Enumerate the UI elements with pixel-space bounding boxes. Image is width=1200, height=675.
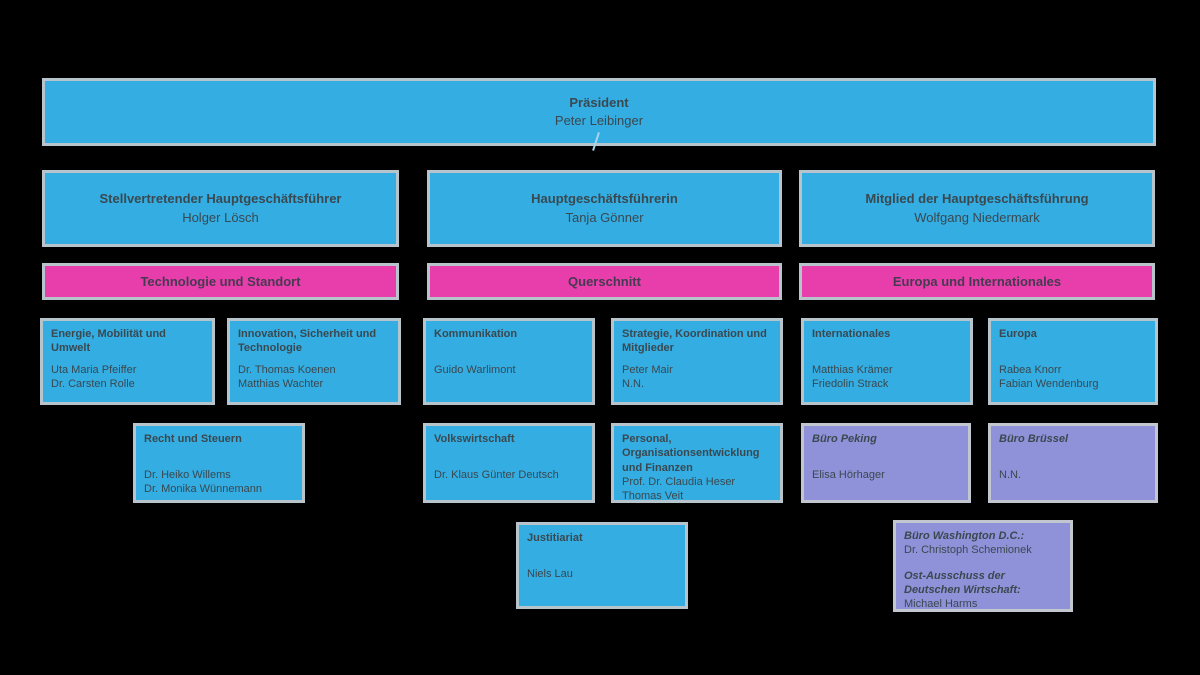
office-box-bruessel: Büro Brüssel N.N. bbox=[988, 423, 1158, 503]
person-name: Dr. Christoph Schemionek bbox=[904, 544, 1032, 557]
dept-title: Energie, Mobilität und Umwelt bbox=[51, 328, 166, 355]
person-name: Rabea Knorr bbox=[999, 364, 1062, 376]
dept-box-energie-mobilitaet-umwelt: Energie, Mobilität und Umwelt Uta Maria … bbox=[40, 318, 215, 405]
president-name: Peter Leibinger bbox=[554, 113, 644, 128]
section-bar-europa-und-internationales: Europa und Internationales bbox=[799, 263, 1155, 300]
dept-box-recht-und-steuern: Recht und Steuern Dr. Heiko Willems Dr. … bbox=[133, 423, 305, 503]
person-name: Thomas Veit bbox=[622, 490, 684, 503]
person-name: Fabian Wendenburg bbox=[999, 378, 1099, 391]
person-name: Guido Warlimont bbox=[434, 364, 516, 376]
dept-box-personal-organisationsentwicklung-finanzen: Personal, Organisationsentwicklung und F… bbox=[611, 423, 783, 503]
person-name: Elisa Hörhager bbox=[812, 469, 885, 481]
dept-title: Strategie, Koordination und Mitglieder bbox=[622, 328, 767, 355]
dept-title: Justitiariat bbox=[527, 532, 583, 544]
office-title: Ost-Ausschuss der Deutschen Wirtschaft: bbox=[904, 569, 1021, 596]
dept-box-kommunikation: Kommunikation Guido Warlimont bbox=[423, 318, 595, 405]
president-box: Präsident Peter Leibinger bbox=[42, 78, 1156, 146]
dept-title: Internationales bbox=[812, 328, 891, 340]
person-name: Matthias Krämer bbox=[812, 364, 893, 376]
person-name: Niels Lau bbox=[527, 568, 573, 580]
dept-box-volkswirtschaft: Volkswirtschaft Dr. Klaus Günter Deutsch bbox=[423, 423, 595, 503]
person-name: Dr. Klaus Günter Deutsch bbox=[434, 469, 559, 481]
office-box-peking: Büro Peking Elisa Hörhager bbox=[801, 423, 971, 503]
dept-title: Volkswirtschaft bbox=[434, 433, 515, 445]
executive-name: Wolfgang Niedermark bbox=[914, 209, 1040, 225]
office-title: Büro Brüssel bbox=[999, 433, 1069, 445]
person-name: Dr. Carsten Rolle bbox=[51, 378, 135, 391]
dept-box-europa: Europa Rabea Knorr Fabian Wendenburg bbox=[988, 318, 1158, 405]
person-name: Michael Harms bbox=[904, 598, 978, 611]
person-name: Matthias Wachter bbox=[238, 378, 324, 391]
dept-box-innovation-sicherheit-technologie: Innovation, Sicherheit und Technologie D… bbox=[227, 318, 401, 405]
person-name: Dr. Heiko Willems bbox=[144, 469, 231, 481]
person-name: N.N. bbox=[622, 378, 644, 391]
person-name: Uta Maria Pfeiffer bbox=[51, 364, 137, 376]
executive-name: Holger Lösch bbox=[182, 209, 259, 225]
office-box-washington-ostausschuss: Büro Washington D.C.: Dr. Christoph Sche… bbox=[893, 520, 1073, 612]
person-name: Dr. Monika Wünnemann bbox=[144, 483, 262, 496]
dept-title: Personal, Organisationsentwicklung und F… bbox=[622, 433, 760, 474]
executive-name: Tanja Gönner bbox=[565, 209, 644, 225]
section-bar-querschnitt: Querschnitt bbox=[427, 263, 782, 300]
office-title: Büro Washington D.C.: bbox=[904, 530, 1025, 542]
dept-title: Kommunikation bbox=[434, 328, 518, 340]
executive-title: Stellvertretender Hauptgeschäftsführer bbox=[99, 191, 342, 207]
executive-box-niedermark: Mitglied der Hauptgeschäftsführung Wolfg… bbox=[799, 170, 1155, 247]
office-title: Büro Peking bbox=[812, 433, 877, 445]
section-label: Querschnitt bbox=[568, 274, 641, 289]
section-bar-technologie-und-standort: Technologie und Standort bbox=[42, 263, 399, 300]
person-name: Peter Mair bbox=[622, 364, 673, 376]
president-title: Präsident bbox=[569, 94, 629, 110]
section-label: Europa und Internationales bbox=[892, 274, 1062, 289]
executive-title: Mitglied der Hauptgeschäftsführung bbox=[865, 191, 1089, 207]
person-name: N.N. bbox=[999, 469, 1021, 481]
dept-title: Innovation, Sicherheit und Technologie bbox=[238, 328, 377, 355]
person-name: Prof. Dr. Claudia Heser bbox=[622, 475, 736, 488]
dept-box-internationales: Internationales Matthias Krämer Friedoli… bbox=[801, 318, 973, 405]
dept-box-strategie-koordination-mitglieder: Strategie, Koordination und Mitglieder P… bbox=[611, 318, 783, 405]
section-label: Technologie und Standort bbox=[140, 274, 301, 289]
person-name: Friedolin Strack bbox=[812, 378, 889, 391]
executive-box-goenner: Hauptgeschäftsführerin Tanja Gönner bbox=[427, 170, 782, 247]
dept-title: Europa bbox=[999, 328, 1037, 340]
executive-box-loesch: Stellvertretender Hauptgeschäftsführer H… bbox=[42, 170, 399, 247]
dept-box-justitiariat: Justitiariat Niels Lau bbox=[516, 522, 688, 609]
person-name: Dr. Thomas Koenen bbox=[238, 364, 336, 376]
executive-title: Hauptgeschäftsführerin bbox=[531, 191, 678, 207]
dept-title: Recht und Steuern bbox=[144, 433, 242, 445]
